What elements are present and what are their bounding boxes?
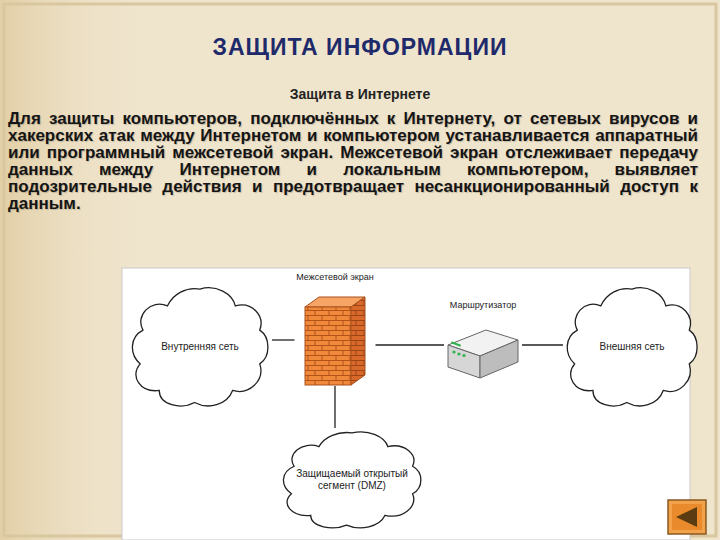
node-label: Защищаемый открытый сегмент (DMZ) [279, 468, 425, 492]
firewall-icon [305, 297, 365, 385]
router-node: Маршрутизатор [444, 300, 522, 380]
node-label: Межсетевой экран [295, 272, 376, 282]
dmz-cloud: Защищаемый открытый сегмент (DMZ) [279, 428, 425, 532]
node-label: Внешняя сеть [584, 341, 681, 353]
slide-title: ЗАЩИТА ИНФОРМАЦИИ [0, 34, 720, 61]
network-cloud: Внутренняя сеть [128, 283, 272, 411]
node-label: Внутренняя сеть [145, 341, 255, 353]
network-link [376, 344, 445, 345]
firewall-node: Межсетевой экран [295, 272, 376, 386]
network-link [334, 386, 335, 428]
network-link [522, 344, 563, 345]
subtitle: Защита в Интернете [0, 86, 720, 102]
network-cloud: Внешняя сеть [563, 283, 701, 411]
body-text: Для защиты компьютеров, подключённых к И… [8, 110, 698, 212]
network-link [272, 339, 295, 340]
node-label: Маршрутизатор [444, 300, 522, 310]
router-icon [448, 330, 518, 378]
nav-button [668, 500, 706, 534]
